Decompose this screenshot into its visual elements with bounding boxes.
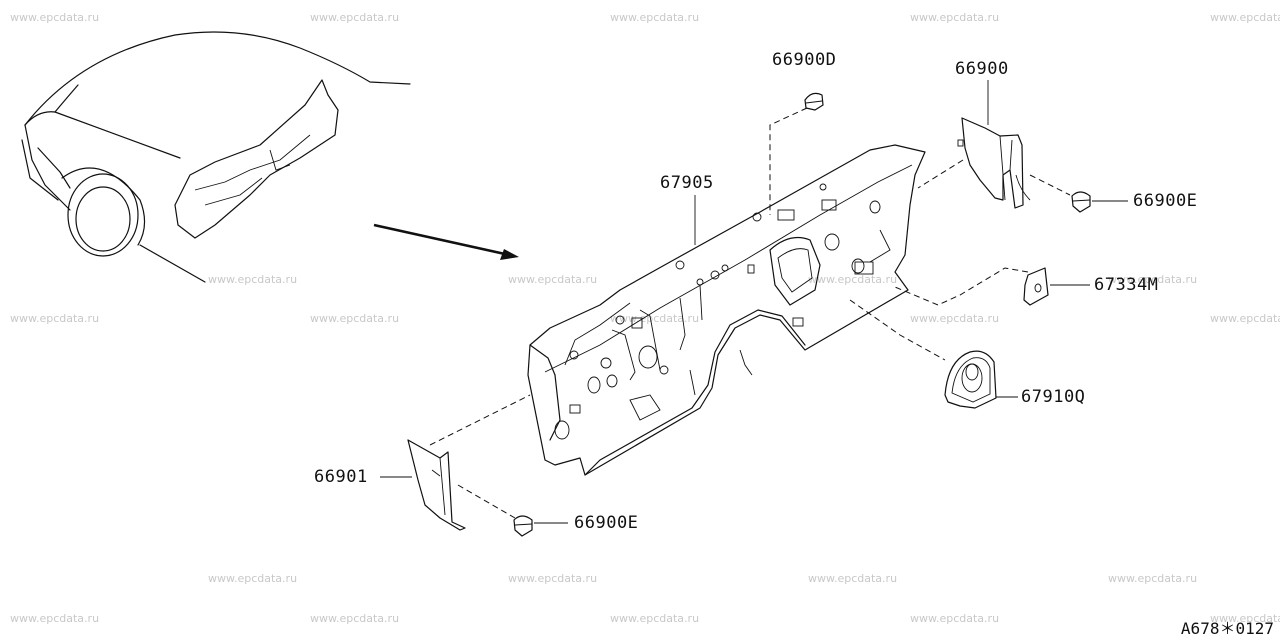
watermark: www.epcdata.ru — [310, 612, 400, 625]
dash-panel-67905 — [527, 144, 926, 476]
watermark: www.epcdata.ru — [208, 572, 298, 585]
watermark: www.epcdata.ru — [508, 572, 598, 585]
watermark: www.epcdata.ru — [310, 312, 400, 325]
car-outline — [21, 31, 411, 283]
bracket-67334M — [894, 267, 1049, 306]
leader-lines — [380, 80, 1128, 524]
watermark: www.epcdata.ru — [910, 612, 1000, 625]
watermark: www.epcdata.ru — [1210, 11, 1280, 24]
watermark: www.epcdata.ru — [1108, 273, 1198, 286]
watermark: www.epcdata.ru — [1210, 312, 1280, 325]
clip-66900D — [769, 92, 824, 215]
label-66901: 66901 — [314, 467, 368, 487]
direction-arrow — [373, 223, 519, 260]
watermark: www.epcdata.ru — [310, 11, 400, 24]
watermark: www.epcdata.ru — [910, 11, 1000, 24]
label-66900D: 66900D — [772, 50, 837, 70]
label-67910Q: 67910Q — [1021, 387, 1086, 407]
insulator-66901 — [407, 394, 531, 531]
watermark: www.epcdata.ru — [208, 273, 298, 286]
watermark: www.epcdata.ru — [808, 572, 898, 585]
watermark: www.epcdata.ru — [808, 273, 898, 286]
clip-66900E-lower — [513, 515, 533, 537]
grommet-67910Q — [849, 299, 997, 409]
label-66900E-upper: 66900E — [1133, 191, 1198, 211]
watermark: www.epcdata.ru — [610, 612, 700, 625]
watermark: www.epcdata.ru — [10, 11, 100, 24]
diagram-code: A678＊0127 — [1180, 619, 1274, 638]
watermark: www.epcdata.ru — [10, 312, 100, 325]
clip-66900E-upper — [1071, 191, 1091, 213]
watermark: www.epcdata.ru — [508, 273, 598, 286]
watermark: www.epcdata.ru — [1108, 572, 1198, 585]
watermark: www.epcdata.ru — [910, 312, 1000, 325]
watermark: www.epcdata.ru — [610, 11, 700, 24]
watermark: www.epcdata.ru — [10, 612, 100, 625]
label-67334M: 67334M — [1094, 275, 1159, 295]
watermark: www.epcdata.ru — [1210, 612, 1280, 625]
label-67905: 67905 — [660, 173, 714, 193]
insulator-66900 — [917, 117, 1071, 209]
label-66900: 66900 — [955, 59, 1009, 79]
label-66900E-lower: 66900E — [574, 513, 639, 533]
